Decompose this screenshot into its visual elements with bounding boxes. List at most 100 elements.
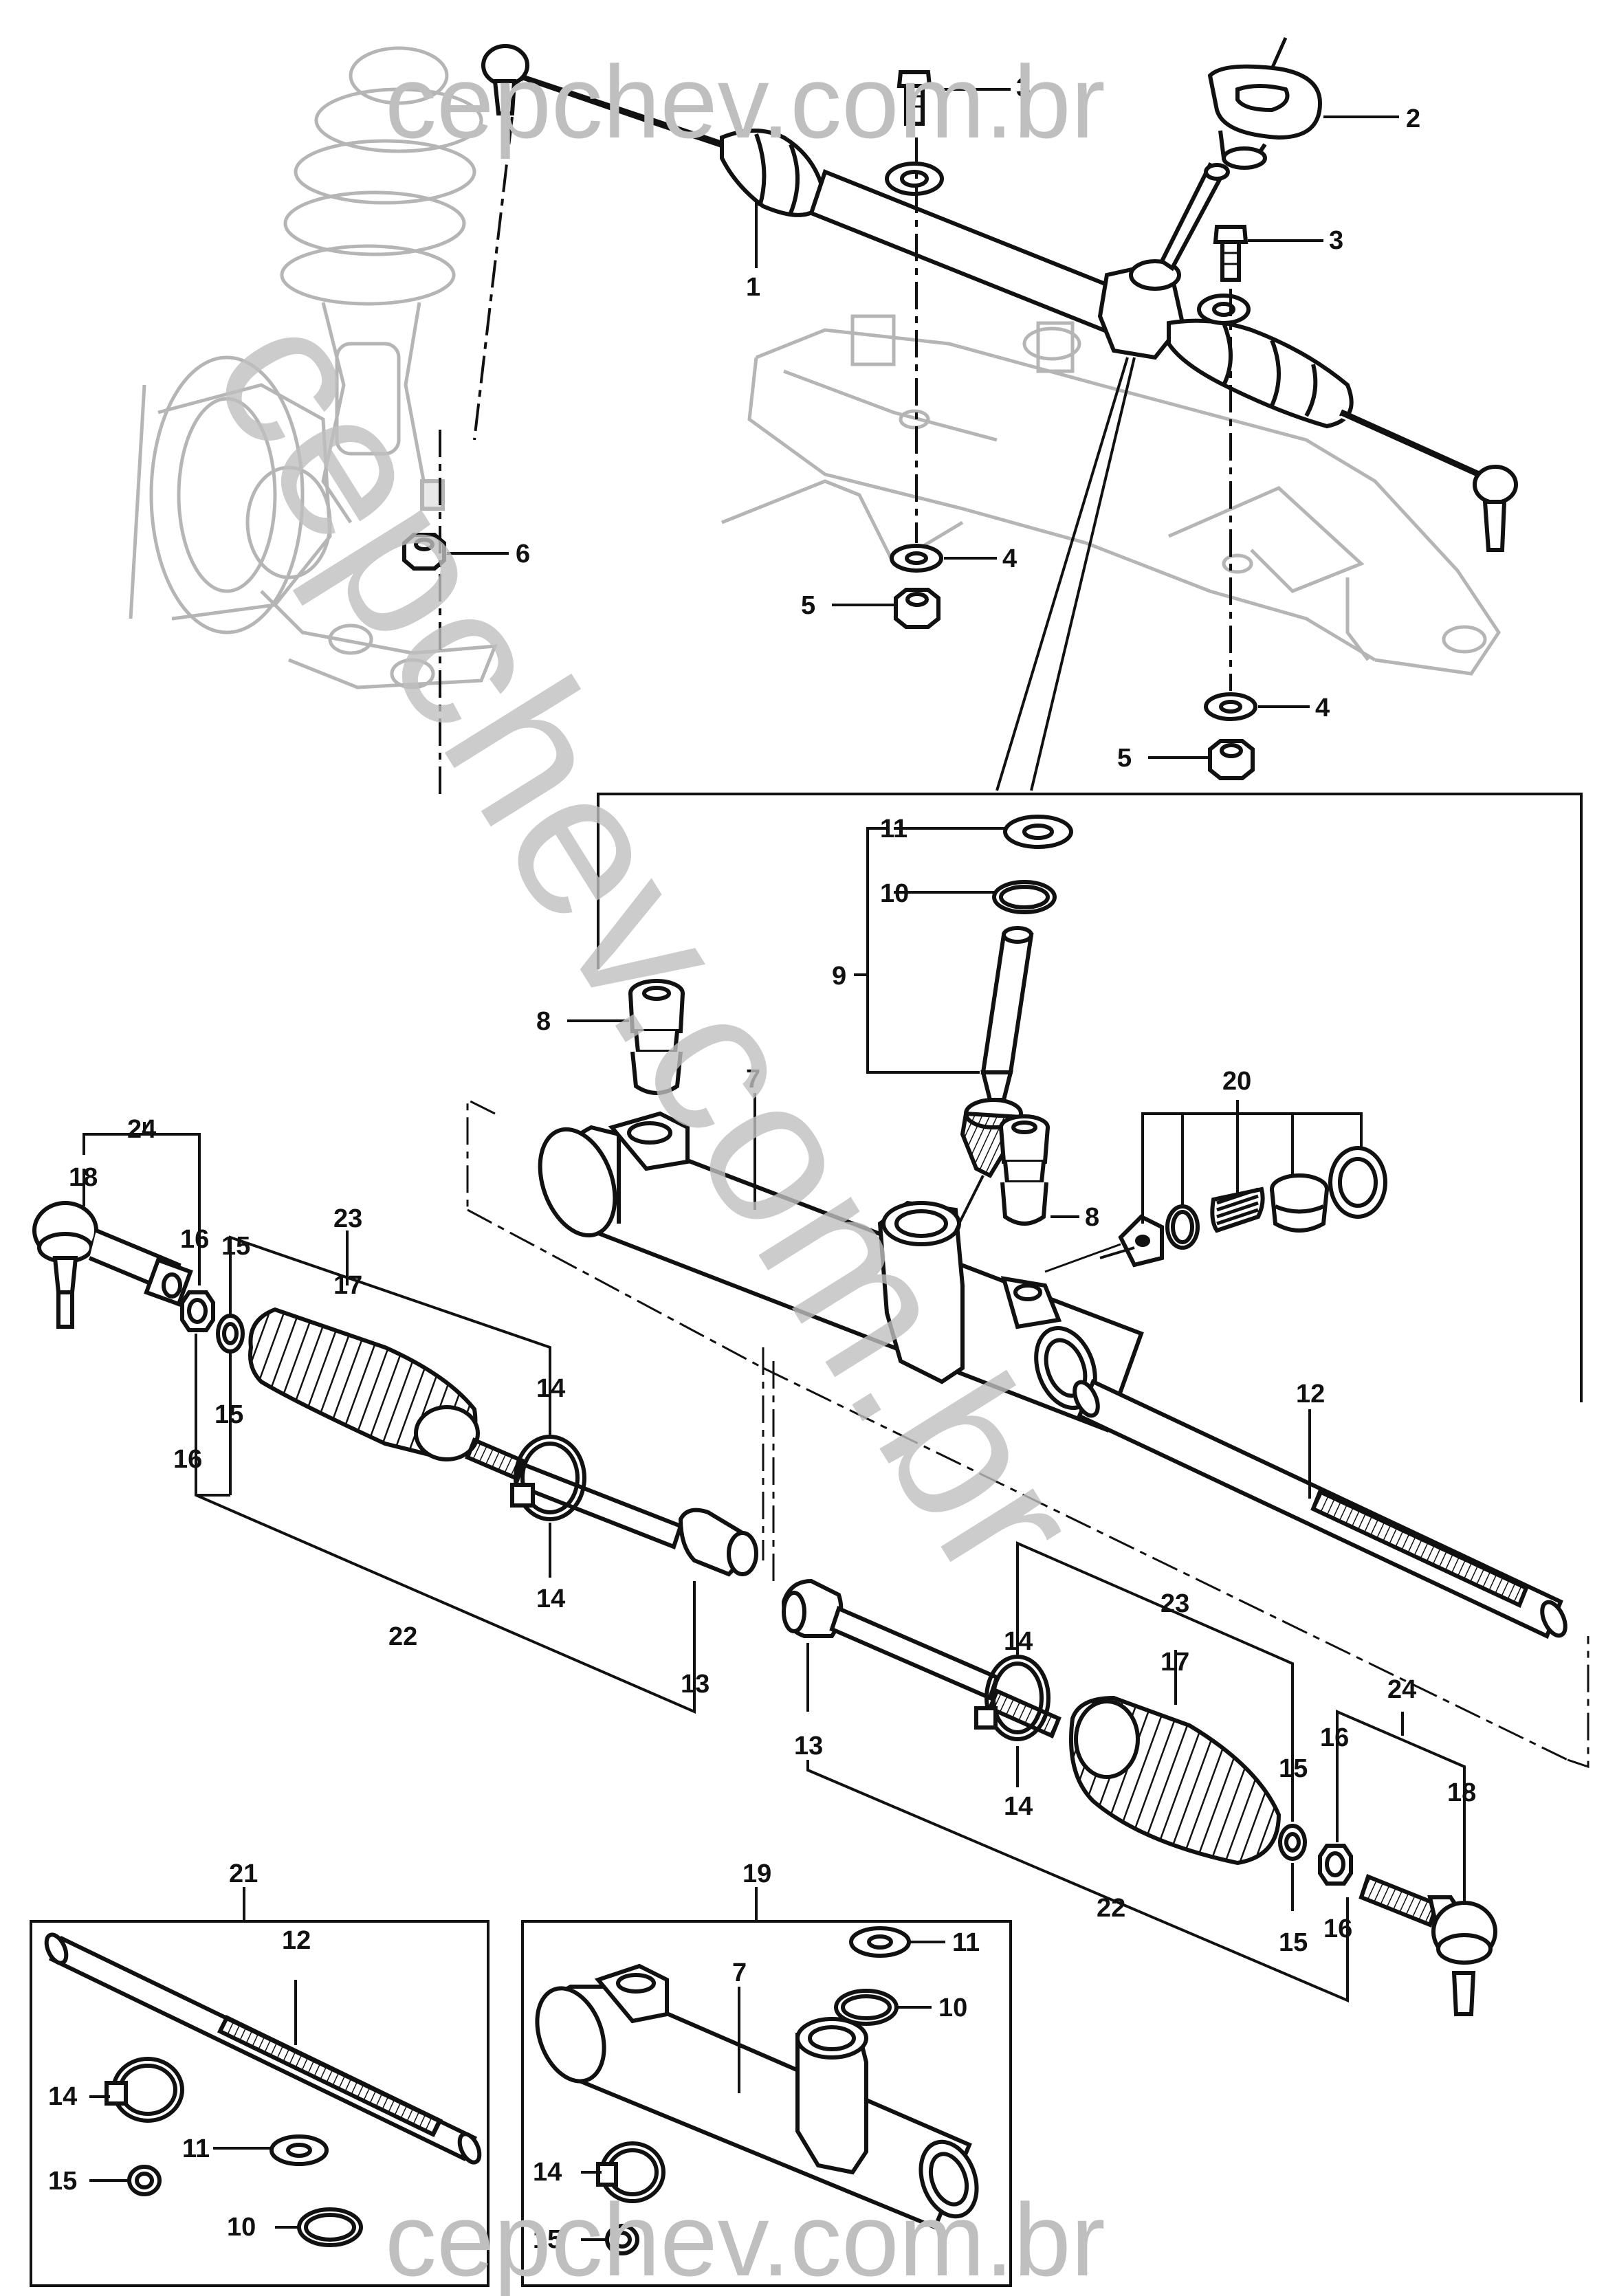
kit-21-o-ring: [297, 2207, 363, 2247]
right-inner-tie-rod: [781, 1578, 1062, 1739]
callout-labels: 1 2 3 3 4 4 5 5 6 7 8 8 9 10 11 12 13 13…: [48, 74, 1476, 2254]
callout-10b: 10: [227, 2213, 256, 2242]
callout-5b: 5: [1117, 744, 1132, 773]
callout-3a: 3: [1016, 74, 1031, 102]
callout-14c: 14: [1004, 1627, 1033, 1656]
callout-14e: 14: [48, 2082, 77, 2111]
pinion-o-ring: [992, 880, 1057, 914]
callout-15f: 15: [533, 2225, 562, 2254]
mount-bushing-right: [999, 1114, 1050, 1226]
nut-left: [894, 588, 940, 629]
callout-2: 2: [1406, 104, 1420, 133]
bolt-upper-right: [1213, 225, 1248, 282]
watermark-diagonal: cepchev.com.br: [168, 272, 1128, 1617]
kit-21-washer: [270, 2134, 329, 2166]
rack-yoke-kit: [1044, 1146, 1387, 1273]
nut-right: [1208, 739, 1255, 780]
callout-7: 7: [746, 1065, 760, 1094]
washer-right: [1204, 692, 1257, 721]
top-leader-lines: [439, 88, 1399, 794]
callout-14b: 14: [536, 1585, 565, 1613]
callout-21: 21: [229, 1859, 258, 1888]
callout-17b: 17: [1160, 1648, 1189, 1677]
callout-10c: 10: [938, 1994, 967, 2022]
pinion-washer: [1003, 815, 1073, 849]
callout-10: 10: [880, 879, 909, 908]
callout-8b: 8: [1085, 1203, 1099, 1232]
callout-9: 9: [832, 962, 846, 991]
callout-16c: 16: [1320, 1723, 1349, 1752]
left-jam-nut: [180, 1290, 215, 1332]
callout-16a: 16: [180, 1225, 209, 1254]
callout-19: 19: [742, 1859, 771, 1888]
kit-21-clamp: [104, 2057, 184, 2123]
detail-frame: [597, 793, 1583, 1402]
callout-22b: 22: [1097, 1894, 1125, 1923]
callout-11c: 11: [952, 1928, 980, 1957]
ghost-suspension-strut: [129, 46, 498, 689]
callout-15a: 15: [221, 1232, 250, 1261]
callout-22a: 22: [388, 1622, 417, 1651]
callout-6: 6: [516, 540, 530, 569]
callout-24b: 24: [1387, 1675, 1416, 1704]
kit-19-housing: [535, 1963, 979, 2230]
callout-4a: 4: [1002, 544, 1017, 573]
washer-left: [890, 544, 943, 573]
left-inner-tie-rod: [465, 1437, 758, 1577]
callout-16d: 16: [1323, 1914, 1352, 1943]
ghost-subframe: [721, 314, 1502, 676]
right-jam-nut: [1318, 1844, 1353, 1886]
steering-rack: [1072, 1378, 1568, 1640]
callout-5a: 5: [801, 591, 815, 620]
callout-23a: 23: [333, 1204, 362, 1233]
left-boot-clamp-large: [510, 1435, 586, 1521]
kit-box-19: [521, 1920, 1012, 2287]
right-tie-rod-end: [1358, 1874, 1497, 2016]
kit-box-21: [30, 1920, 490, 2287]
callout-12: 12: [1296, 1380, 1325, 1409]
callout-4b: 4: [1315, 694, 1330, 722]
callout-16b: 16: [173, 1445, 202, 1474]
callout-13a: 13: [681, 1670, 710, 1699]
housing-dashed-guide: [466, 1098, 1590, 1769]
kit-19-o-ring: [834, 1989, 899, 2026]
callout-11b: 11: [182, 2134, 210, 2163]
top-steering-gear-assembly: [481, 44, 1518, 552]
steering-gear-housing: [538, 1111, 1144, 1433]
left-boot-clamp-small: [216, 1314, 245, 1354]
callout-8a: 8: [536, 1007, 551, 1036]
callout-12b: 12: [282, 1926, 311, 1955]
kit-21-rack: [44, 1932, 482, 2165]
watermark-top: cepchev.com.br: [385, 44, 1106, 159]
callout-14d: 14: [1004, 1792, 1033, 1821]
callout-18b: 18: [1447, 1778, 1476, 1807]
callout-15c: 15: [1279, 1754, 1308, 1783]
left-tie-rod-end: [32, 1201, 193, 1329]
mount-bushing-left: [628, 979, 685, 1095]
callout-24a: 24: [127, 1115, 156, 1144]
kit-19-small-clamp: [605, 2224, 639, 2255]
callout-18a: 18: [69, 1163, 98, 1192]
callout-1: 1: [746, 273, 760, 302]
callout-13b: 13: [794, 1732, 823, 1760]
callout-15d: 15: [1279, 1928, 1308, 1957]
steering-column-grommet: [1207, 36, 1323, 170]
callout-20: 20: [1222, 1067, 1251, 1096]
callout-15e: 15: [48, 2167, 77, 2196]
kit-21-small-clamp: [127, 2165, 162, 2196]
right-boot-clamp-small: [1278, 1824, 1307, 1861]
callout-14f: 14: [533, 2158, 562, 2187]
kit-19-washer: [849, 1926, 911, 1958]
callout-11: 11: [880, 815, 908, 843]
callout-17a: 17: [333, 1271, 362, 1300]
detail-leader-lines: [82, 827, 1466, 2241]
left-boot: [248, 1307, 480, 1461]
callout-3b: 3: [1329, 226, 1343, 255]
watermark-bottom: cepchev.com.br: [385, 2182, 1106, 2296]
right-boot: [1069, 1695, 1282, 1866]
callout-15b: 15: [214, 1400, 243, 1429]
bolt-upper-left: [896, 70, 932, 126]
callout-14a: 14: [536, 1374, 565, 1403]
callout-23b: 23: [1160, 1589, 1189, 1618]
